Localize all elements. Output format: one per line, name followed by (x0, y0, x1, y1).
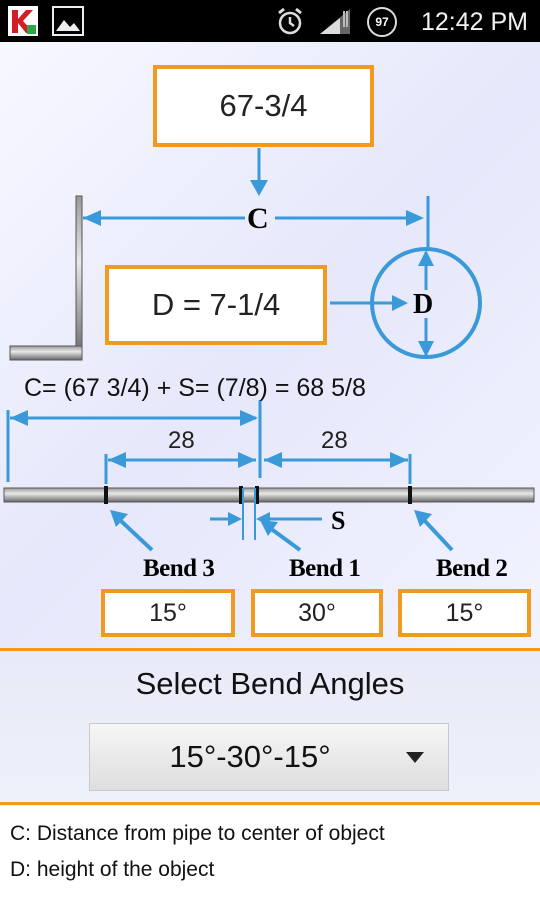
dimension-left: 28 (168, 427, 195, 454)
bend-3-angle: 15° (149, 598, 187, 627)
battery-indicator: 97 (367, 7, 397, 37)
legend-c: C: Distance from pipe to center of objec… (10, 822, 385, 845)
bend-3-angle-box: 15° (101, 589, 235, 637)
shrink-marker (210, 488, 322, 540)
bend-2-angle: 15° (445, 598, 484, 627)
bend-1-angle-box: 30° (251, 589, 383, 637)
obstacle-pipe (9, 195, 83, 361)
d-value: D = 7-1/4 (151, 287, 281, 322)
signal-icon (318, 7, 352, 40)
main-pipe (3, 486, 535, 504)
gallery-icon (52, 6, 84, 41)
c-pointer-arrow (250, 148, 268, 196)
legend: C: Distance from pipe to center of objec… (0, 806, 540, 900)
alarm-icon (276, 7, 304, 40)
bend-pointers (110, 510, 454, 552)
kaspersky-icon (8, 6, 38, 41)
legend-d: D: height of the object (10, 858, 215, 881)
bend-1-angle: 30° (298, 598, 336, 627)
c-value: 67-3/4 (219, 88, 308, 123)
bend-3-label: Bend 3 (143, 555, 215, 582)
offset-dimensions (6, 400, 412, 484)
d-label: D (413, 289, 434, 320)
bend-2-label: Bend 2 (436, 555, 508, 582)
bend-2-angle-box: 15° (398, 589, 531, 637)
bend-angles-selected: 15°-30°-15° (169, 739, 331, 774)
bottom-divider (0, 802, 540, 805)
chevron-down-icon (406, 752, 424, 763)
select-bend-angles-title: Select Bend Angles (135, 666, 405, 701)
offset-formula: C= (67 3/4) + S= (7/8) = 68 5/8 (24, 374, 366, 402)
d-value-box: D = 7-1/4 (105, 265, 327, 345)
status-time: 12:42 PM (420, 8, 528, 36)
s-label: S (331, 506, 346, 535)
c-value-box: 67-3/4 (153, 65, 374, 147)
dimension-right: 28 (321, 427, 348, 454)
object-circle (330, 247, 482, 359)
bend-angles-dropdown[interactable]: 15°-30°-15° (89, 723, 449, 791)
bend-1-label: Bend 1 (289, 555, 361, 582)
c-dimension-line (83, 196, 430, 250)
c-label: C (247, 202, 269, 235)
status-bar: 97 12:42 PM (0, 0, 540, 42)
bend-diagram (3, 148, 535, 552)
top-divider (0, 648, 540, 651)
